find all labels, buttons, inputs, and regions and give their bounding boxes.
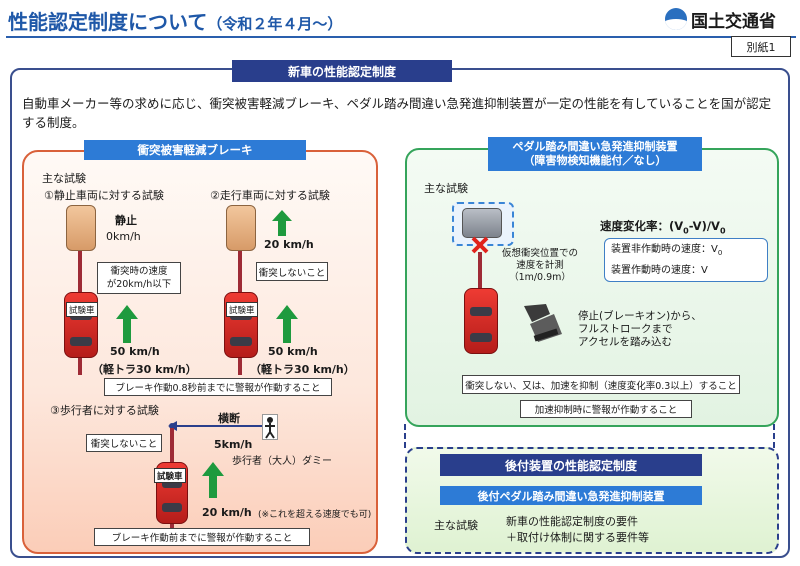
test3-note-box: 衝突しないこと — [86, 434, 162, 452]
instruction-line1: 停止(ブレーキオン)から、 — [578, 310, 702, 322]
alert-box-2: ブレーキ作動前までに警報が作動すること — [94, 528, 310, 546]
speed-change-rate-title: 速度変化率：(V0-V)/V0 — [600, 219, 726, 236]
section-title-new-car: 新車の性能認定制度 — [232, 60, 452, 82]
crossing-arrow-icon — [168, 421, 264, 431]
section-title-retrofit: 後付装置の性能認定制度 — [440, 454, 702, 476]
ministry-emblem-icon — [665, 8, 687, 30]
test2-label: ②走行車両に対する試験 — [210, 189, 330, 202]
arrow-up-icon — [202, 462, 224, 498]
pedal-lane-line — [478, 252, 482, 292]
arrow-up-icon — [276, 305, 298, 343]
obstacle-car-icon — [462, 208, 502, 238]
virtual-note-line1: 仮想衝突位置での — [502, 248, 579, 259]
panel-header-retrofit-pedal: 後付ペダル踏み間違い急発進抑制装置 — [440, 486, 702, 505]
stationary-car-icon — [66, 205, 96, 251]
speed-operation: 装置作動時の速度：V — [611, 265, 708, 276]
ministry-name: 国土交通省 — [691, 11, 776, 32]
intro-text: 自動車メーカー等の求めに応じ、衝突被害軽減ブレーキ、ペダル踏み間違い急発進抑制装… — [22, 96, 772, 130]
pedal-condition-box: 衝突しない、又は、加速を抑制（速度変化率0.3以上）すること — [462, 375, 740, 394]
accelerator-instruction: 停止(ブレーキオン)から、 フルストロークまで アクセルを踏み込む — [578, 310, 702, 349]
test3-crossing-label: 横断 — [218, 412, 240, 425]
alert-box-1: ブレーキ作動0.8秒前までに警報が作動すること — [104, 378, 332, 396]
test3-speed-note: (※これを超える速度でも可) — [258, 510, 372, 520]
test2-car-tag: 試験車 — [226, 302, 258, 317]
test1-speed-light: （軽トラ30 km/h） — [92, 363, 197, 376]
annex-label: 別紙1 — [731, 36, 791, 57]
ministry-logo: 国土交通省 — [665, 6, 795, 32]
test2-speed-light: （軽トラ30 km/h） — [250, 363, 355, 376]
page-title-sub: （令和２年４月～） — [207, 15, 343, 33]
test1-note-line1: 衝突時の速度 — [110, 266, 168, 277]
instruction-line2: フルストロークまで — [578, 323, 673, 335]
pedal-test-car-icon — [464, 288, 498, 354]
test3-speed: 20 km/h — [202, 506, 252, 519]
test3-car-tag: 試験車 — [154, 468, 186, 483]
page-title: 性能認定制度について（令和２年４月～） — [8, 6, 342, 35]
leading-car-icon — [226, 205, 256, 251]
test1-note-box: 衝突時の速度 が20km/h以下 — [97, 262, 181, 294]
pedestrian-speed: 5km/h — [214, 438, 253, 451]
connector-left — [404, 424, 406, 448]
test1-label: ①静止車両に対する試験 — [44, 189, 164, 202]
cross-mark-icon — [471, 236, 489, 254]
test1-car-tag: 試験車 — [66, 302, 98, 317]
test1-target-speed: 0km/h — [106, 230, 141, 243]
virtual-note-line3: （1m/0.9m） — [509, 272, 571, 283]
panel-header-pedal: ペダル踏み間違い急発進抑制装置 （障害物検知機能付／なし） — [488, 137, 702, 171]
panel-header-pedal-line1: ペダル踏み間違い急発進抑制装置 — [512, 140, 678, 153]
retrofit-req-line1: 新車の性能認定制度の要件 — [506, 515, 638, 528]
panel-header-collision-brake: 衝突被害軽減ブレーキ — [84, 140, 306, 160]
right-main-tests-label: 主な試験 — [424, 182, 468, 195]
test2-speed: 50 km/h — [268, 345, 318, 358]
test1-status: 静止 — [115, 214, 137, 227]
main-tests-label: 主な試験 — [42, 172, 86, 185]
test2-target-speed: 20 km/h — [264, 238, 314, 251]
connector-right — [773, 424, 775, 448]
arrow-up-icon — [116, 305, 138, 343]
arrow-up-small-icon — [272, 210, 292, 236]
test3-label: ③歩行者に対する試験 — [50, 404, 159, 417]
test1-speed: 50 km/h — [110, 345, 160, 358]
panel-header-pedal-line2: （障害物検知機能付／なし） — [523, 154, 667, 167]
test2-note-box: 衝突しないこと — [256, 262, 328, 281]
virtual-note-line2: 速度を計測 — [516, 260, 564, 271]
test1-note-line2: が20km/h以下 — [106, 279, 172, 290]
retrofit-main-tests-label: 主な試験 — [434, 519, 478, 532]
virtual-position-note: 仮想衝突位置での 速度を計測 （1m/0.9m） — [502, 248, 578, 284]
instruction-line3: アクセルを踏み込む — [578, 336, 672, 348]
retrofit-requirements: 新車の性能認定制度の要件 ＋取付け体制に関する要件等 — [506, 514, 649, 546]
speed-definition-box: 装置非作動時の速度：V0 装置作動時の速度：V — [604, 238, 768, 282]
speed-nonoperation: 装置非作動時の速度：V0 — [611, 244, 723, 257]
retrofit-req-line2: ＋取付け体制に関する要件等 — [506, 531, 649, 544]
accelerator-foot-icon — [520, 300, 564, 344]
pedestrian-dummy-label: 歩行者（大人）ダミー — [232, 456, 332, 467]
page-title-main: 性能認定制度について — [8, 10, 208, 34]
pedestrian-dummy-icon — [262, 414, 278, 440]
title-divider — [6, 36, 796, 38]
pedal-alert-box: 加速抑制時に警報が作動すること — [520, 400, 692, 418]
